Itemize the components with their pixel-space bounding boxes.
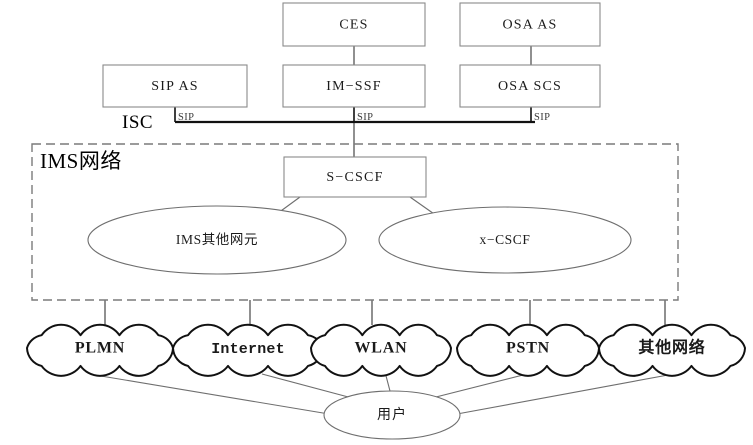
cloud-label-pstn: PSTN [506, 340, 550, 357]
cloud-other-network[interactable]: 其他网络 [598, 323, 746, 377]
sip-protocol-label-2: SIP [534, 112, 550, 123]
box-label-ces: CES [339, 18, 368, 33]
cloud-label-internet: Internet [211, 341, 285, 358]
box-outline [459, 64, 601, 108]
ims-region-layer: IMS网络 [31, 143, 679, 301]
service-node-im-ssf[interactable]: IM−SSF [282, 64, 426, 108]
cloud-outline [310, 323, 452, 377]
cloud-label-plmn: PLMN [75, 340, 125, 357]
box-label-osa-as: OSA AS [502, 18, 557, 33]
user-connector-4 [456, 374, 669, 415]
cloud-label-wlan: WLAN [355, 340, 408, 357]
core-node-s-cscf[interactable]: S−CSCF [283, 156, 427, 198]
user-connector-0 [94, 374, 330, 415]
ellipse-outline [87, 205, 347, 275]
box-label-im-ssf: IM−SSF [326, 79, 382, 94]
ims-node-ims-other-ne[interactable]: IMS其他网元 [87, 205, 347, 275]
sip-protocol-label-1: SIP [357, 112, 373, 123]
cloud-label-other-network: 其他网络 [638, 338, 705, 357]
connector-layer [94, 46, 669, 415]
cloud-wlan[interactable]: WLAN [310, 323, 452, 377]
node-layer: CES OSA AS SIP AS IM−SSF OSA SCS S−CSCF IMS其他网… [26, 2, 746, 440]
isc-bus-layer: ISC SIP SIP SIP [122, 107, 550, 133]
ellipse-outline [323, 390, 461, 440]
sip-protocol-label-0: SIP [178, 112, 194, 123]
access-node-user[interactable]: 用户 [323, 390, 461, 440]
box-outline [102, 64, 248, 108]
box-label-osa-scs: OSA SCS [498, 79, 562, 94]
service-node-osa-scs[interactable]: OSA SCS [459, 64, 601, 108]
user-connector-1 [261, 373, 353, 399]
ellipse-outline [378, 206, 632, 274]
service-node-osa-as[interactable]: OSA AS [459, 2, 601, 47]
ellipse-label-user: 用户 [377, 406, 407, 423]
box-label-s-cscf: S−CSCF [326, 170, 383, 185]
cloud-plmn[interactable]: PLMN [26, 323, 174, 377]
ims-node-x-cscf[interactable]: x−CSCF [378, 206, 632, 274]
cloud-internet[interactable]: Internet [172, 323, 324, 377]
box-label-sip-as: SIP AS [151, 79, 199, 94]
service-node-sip-as[interactable]: SIP AS [102, 64, 248, 108]
service-node-ces[interactable]: CES [282, 2, 426, 47]
box-outline [283, 156, 427, 198]
cloud-outline [598, 323, 746, 377]
user-connector-3 [431, 373, 528, 399]
box-outline [282, 2, 426, 47]
ims-region-border [31, 143, 679, 301]
cloud-pstn[interactable]: PSTN [456, 323, 600, 377]
ellipse-label-x-cscf: x−CSCF [480, 232, 531, 247]
box-outline [459, 2, 601, 47]
ellipse-label-ims-other-ne: IMS其他网元 [176, 232, 258, 247]
ims-region-label: IMS网络 [40, 149, 122, 173]
isc-interface-label: ISC [122, 112, 153, 133]
box-outline [282, 64, 426, 108]
